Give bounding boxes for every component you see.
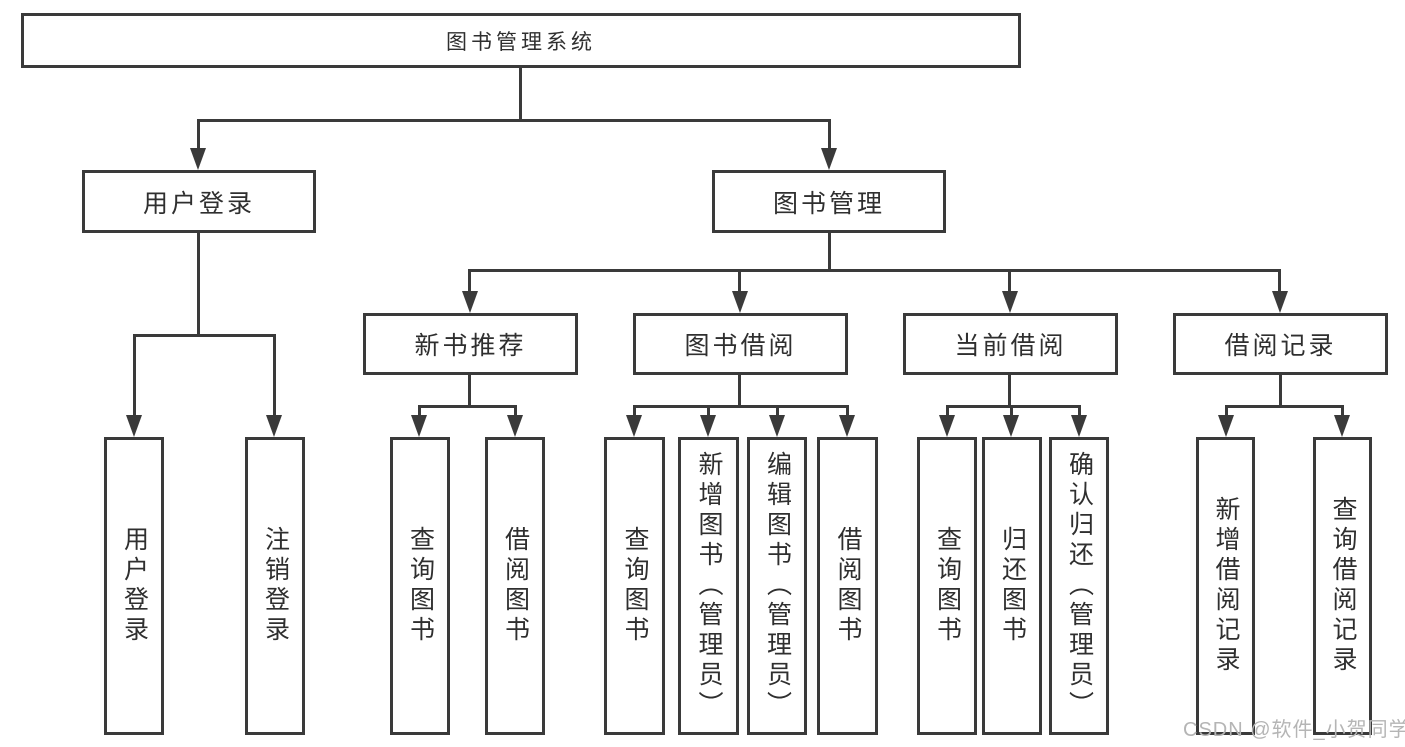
arrow-head [1218,415,1234,437]
connector-line [633,405,848,408]
node-leaf-borrow-books-recommend: 借阅图书 [485,437,545,735]
node-label: 用户登录 [120,526,149,646]
node-leaf-add-books-admin: 新增图书（管理员） [678,437,739,735]
arrow-head [1272,291,1288,313]
node-label: 查询图书 [621,526,649,646]
connector-line [519,68,522,121]
node-label: 图书管理 [772,189,885,218]
node-label: 确认归还（管理员） [1065,451,1094,721]
arrow-head [769,415,785,437]
connector-line [946,405,949,417]
node-leaf-confirm-return-admin: 确认归还（管理员） [1049,437,1109,735]
connector-line [197,233,200,337]
connector-line [1078,405,1081,417]
connector-line [468,375,471,408]
node-label: 图书借阅 [684,332,797,360]
node-borrowing-records: 借阅记录 [1173,313,1388,375]
node-leaf-query-books-recommend: 查询图书 [390,437,450,735]
connector-line [1008,375,1011,408]
arrow-head [1071,415,1087,437]
node-current-borrowing: 当前借阅 [903,313,1118,375]
node-label: 借阅记录 [1224,332,1337,360]
node-label: 查询图书 [406,526,435,646]
node-label: 编辑图书（管理员） [763,451,792,721]
connector-line [707,405,710,417]
node-leaf-user-login: 用户登录 [104,437,164,735]
connector-line [133,334,136,417]
csdn-watermark: CSDN @软件_小贺同学 [1183,719,1405,741]
node-book-management: 图书管理 [712,170,946,233]
node-label: 当前借阅 [954,332,1067,360]
connector-line [633,405,636,417]
connector-line [738,375,741,408]
arrow-head [1003,415,1019,437]
node-label: 新书推荐 [414,332,527,360]
node-new-book-recommendation: 新书推荐 [363,313,578,375]
connector-line [846,405,849,417]
connector-line [468,269,471,294]
node-library-management-system: 图书管理系统 [21,13,1021,68]
connector-line [738,269,741,294]
connector-line [828,233,831,272]
connector-line [946,405,1081,408]
node-leaf-edit-books-admin: 编辑图书（管理员） [747,437,807,735]
arrow-head [626,415,642,437]
connector-line [273,334,276,417]
node-leaf-logout: 注销登录 [245,437,305,735]
connector-line [1010,405,1013,417]
connector-line [197,119,831,122]
connector-line [1278,269,1281,294]
connector-line [514,405,517,417]
node-label: 查询图书 [933,526,962,646]
node-label: 归还图书 [998,526,1027,646]
node-leaf-query-borrow-record: 查询借阅记录 [1313,437,1372,735]
node-user-login: 用户登录 [82,170,316,233]
node-label: 新增借阅记录 [1212,496,1240,676]
connector-line [418,405,421,417]
arrow-head [821,148,837,170]
node-leaf-borrow-books: 借阅图书 [817,437,878,735]
node-leaf-add-borrow-record: 新增借阅记录 [1196,437,1255,735]
node-book-borrowing: 图书借阅 [633,313,848,375]
arrow-head [1002,291,1018,313]
arrow-head [507,415,523,437]
connector-line [197,119,200,150]
connector-line [1225,405,1343,408]
node-label: 用户登录 [142,189,255,218]
connector-line [1008,269,1011,294]
node-leaf-query-books-borrowing: 查询图书 [604,437,665,735]
connector-line [776,405,779,417]
arrow-head [700,415,716,437]
connector-line [828,119,831,150]
arrow-head [462,291,478,313]
connector-line [133,334,276,337]
connector-line [468,269,1281,272]
connector-line [1341,405,1344,417]
node-label: 注销登录 [261,526,290,646]
node-leaf-query-books-current: 查询图书 [917,437,977,735]
arrow-head [126,415,142,437]
connector-line [418,405,517,408]
connector-line [1279,375,1282,408]
arrow-head [939,415,955,437]
node-label: 图书管理系统 [446,30,596,54]
node-leaf-return-books: 归还图书 [982,437,1042,735]
node-label: 借阅图书 [501,526,530,646]
arrow-head [411,415,427,437]
node-label: 查询借阅记录 [1329,496,1357,676]
arrow-head [839,415,855,437]
arrow-head [732,291,748,313]
arrow-head [190,148,206,170]
arrow-head [266,415,282,437]
node-label: 新增图书（管理员） [695,451,723,721]
connector-line [1225,405,1228,417]
arrow-head [1334,415,1350,437]
node-label: 借阅图书 [834,526,862,646]
